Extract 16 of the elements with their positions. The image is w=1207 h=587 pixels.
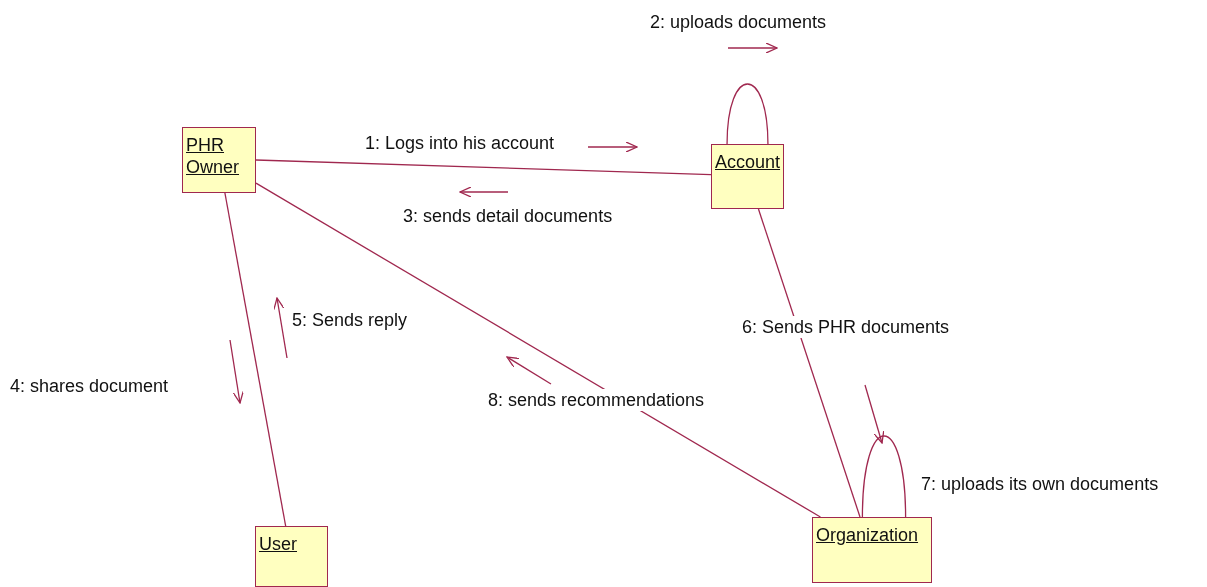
link-line xyxy=(726,83,769,145)
object-name: Account xyxy=(715,151,782,173)
object-box xyxy=(711,144,784,209)
object-box xyxy=(255,526,328,587)
object-name: User xyxy=(259,533,298,555)
link-line xyxy=(255,182,822,518)
message-label: 8: sends recommendations xyxy=(488,389,705,411)
object-name: PHR Owner xyxy=(186,134,240,178)
object-box xyxy=(812,517,932,583)
link-line xyxy=(224,192,287,527)
link-line xyxy=(861,435,907,518)
object-name: Organization xyxy=(816,524,920,546)
link-line xyxy=(757,208,861,518)
message-label: 6: Sends PHR documents xyxy=(742,316,950,338)
object-box xyxy=(182,127,256,193)
link-line xyxy=(255,159,712,176)
